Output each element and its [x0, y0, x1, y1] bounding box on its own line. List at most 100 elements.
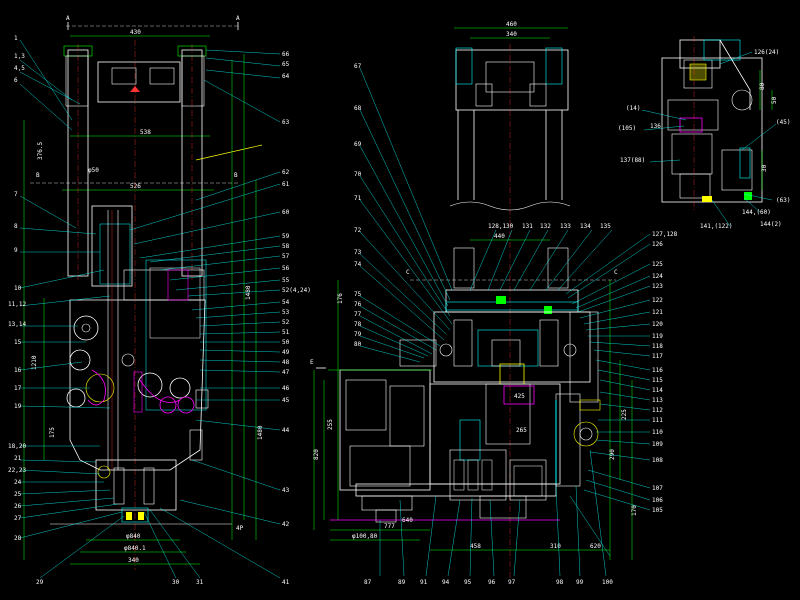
label-mid-right-20: 107 [652, 485, 663, 492]
dim-176: 176 [337, 293, 344, 304]
label-mid-bottom-1: 89 [398, 579, 406, 586]
label-left-9: 11,12 [8, 301, 26, 308]
dim-4p: 4P [236, 525, 244, 532]
dim-170: 170 [631, 505, 638, 516]
label-mid-right-6: 121 [652, 309, 663, 316]
label-right-56: 56 [282, 265, 290, 272]
label-mid-left-0: 67 [354, 63, 362, 70]
label-right-49: 49 [282, 349, 290, 356]
detail-view: 80 50 30 126(24) (14) 136 (105) 137(88) … [618, 36, 790, 230]
label-left-6: 8 [14, 223, 18, 230]
label-mid-left-4: 71 [354, 195, 362, 202]
label-right-50: 50 [282, 339, 290, 346]
dim-526: 526 [130, 183, 141, 190]
dim-538: 538 [140, 129, 151, 136]
dim-1480-b: 1480 [257, 425, 264, 440]
label-mid-left-2: 69 [354, 141, 362, 148]
section-marker-c-right: C [614, 269, 618, 276]
label-mid-right-11: 116 [652, 367, 663, 374]
dim-phi840: φ840 [126, 533, 141, 540]
label-left-23: 29 [36, 579, 44, 586]
label-mid-left-7: 74 [354, 261, 362, 268]
dim-620: 620 [590, 543, 601, 550]
label-mid-bottom-7: 98 [556, 579, 564, 586]
label-left-21: 27 [14, 515, 22, 522]
label-right-51: 51 [282, 329, 290, 336]
label-left-15: 18,20 [8, 443, 26, 450]
label-right-46: 46 [282, 385, 290, 392]
label-right-54: 54 [282, 299, 290, 306]
label-left-17: 22,23 [8, 467, 26, 474]
label-mid-right-4: 123 [652, 283, 663, 290]
label-left-5: 7 [14, 191, 18, 198]
label-mid-left-3: 70 [354, 171, 362, 178]
dim-777: 777 [384, 523, 395, 530]
label-mid-top-0: 128,130 [488, 223, 514, 230]
label-left-8: 10 [14, 285, 22, 292]
label-mid-top-3: 133 [560, 223, 571, 230]
dim-340: 340 [128, 557, 139, 564]
label-right-61: 61 [282, 181, 290, 188]
dim-1480-a: 1480 [245, 285, 252, 300]
dim-430: 430 [130, 29, 141, 36]
dim-640: 640 [402, 517, 413, 524]
label-left-20: 26 [14, 503, 22, 510]
section-marker-b-left: B [36, 172, 40, 179]
label-mid-top-1: 131 [522, 223, 533, 230]
section-marker-e: E [310, 359, 314, 366]
label-mid-right-8: 119 [652, 333, 663, 340]
label-mid-right-18: 109 [652, 441, 663, 448]
section-marker-a-left: A [66, 15, 70, 22]
dim-265: 265 [516, 427, 527, 434]
label-right-58: 58 [282, 243, 290, 250]
label-mid-bottom-5: 96 [488, 579, 496, 586]
dim-458: 458 [470, 543, 481, 550]
label-left-22: 28 [14, 535, 22, 542]
detail-label-6: (63) [776, 197, 790, 204]
section-marker-a-right: A [236, 15, 240, 22]
dim-340-mid: 340 [506, 31, 517, 38]
label-mid-top-4: 134 [580, 223, 591, 230]
label-left-4: 6 [14, 77, 18, 84]
label-mid-right-7: 120 [652, 321, 663, 328]
label-mid-left-13: 80 [354, 341, 362, 348]
dim-310: 310 [550, 543, 561, 550]
label-left-16: 21 [14, 455, 22, 462]
label-right-62: 62 [282, 169, 290, 176]
dim-1210: 1210 [31, 355, 38, 370]
label-left-11: 15 [14, 339, 22, 346]
label-mid-right-21: 106 [652, 497, 663, 504]
label-right-48: 48 [282, 359, 290, 366]
label-left-25: 31 [196, 579, 204, 586]
label-right-42: 42 [282, 521, 290, 528]
label-left-10: 13,14 [8, 321, 26, 328]
label-mid-left-8: 75 [354, 291, 362, 298]
label-right-special: 52(4,24) [282, 287, 311, 294]
section-marker-b-right: B [234, 172, 238, 179]
label-mid-right-15: 112 [652, 407, 663, 414]
label-mid-right-16: 111 [652, 417, 663, 424]
detail-label-4: 137(88) [620, 157, 645, 164]
label-left-19: 25 [14, 491, 22, 498]
detail-dim-80: 80 [759, 82, 766, 90]
dim-175: 175 [49, 427, 56, 438]
detail-label-0: 126(24) [754, 49, 779, 56]
label-right-64: 64 [282, 73, 290, 80]
section-marker-c-left: C [406, 269, 410, 276]
label-mid-right-19: 108 [652, 457, 663, 464]
label-mid-left-1: 68 [354, 105, 362, 112]
dim-290: 290 [609, 449, 616, 460]
label-mid-right-13: 114 [652, 387, 663, 394]
label-mid-right-14: 113 [652, 397, 663, 404]
detail-label-5: (45) [776, 119, 790, 126]
label-mid-left-11: 78 [354, 321, 362, 328]
label-mid-bottom-6: 97 [508, 579, 516, 586]
detail-label-1: (14) [626, 105, 640, 112]
label-left-13: 17 [14, 385, 22, 392]
dim-460: 460 [506, 21, 517, 28]
detail-label-10: 141,(122) [700, 223, 733, 230]
label-right-66: 66 [282, 51, 290, 58]
label-mid-bottom-9: 100 [602, 579, 613, 586]
label-mid-left-10: 77 [354, 311, 362, 318]
